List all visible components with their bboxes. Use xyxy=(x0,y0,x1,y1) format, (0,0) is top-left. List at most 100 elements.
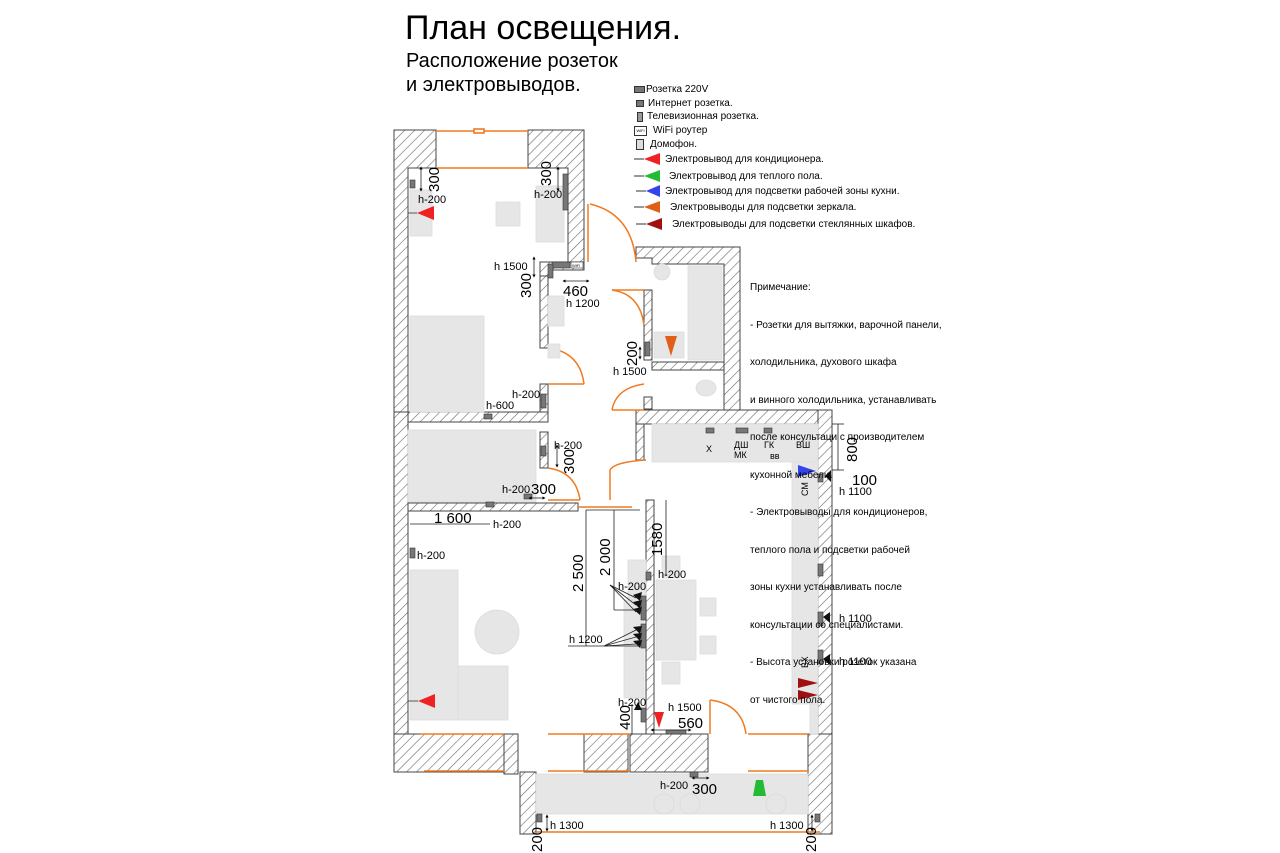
dim-label: h-200 xyxy=(660,780,688,792)
socket-220v-icon xyxy=(640,707,647,723)
dim-label: 300 xyxy=(692,781,717,798)
wall-segment xyxy=(393,733,505,773)
note-line: после консультаци с производителем xyxy=(750,432,925,443)
dimension-lines xyxy=(410,166,844,832)
ac-outlet-icon xyxy=(654,712,664,728)
legend-item: Электровывод для кондиционера. xyxy=(634,153,824,165)
page-subtitle: Расположение розеток и электровыводов. xyxy=(406,49,618,97)
socket-220v-icon xyxy=(536,813,543,823)
chair xyxy=(699,597,717,617)
windows xyxy=(420,128,820,833)
kitchen-label-dsh: ДШ xyxy=(734,440,748,450)
dim-label: h 1100 xyxy=(839,613,872,625)
fridge xyxy=(809,703,819,735)
kitchen-label-gk: ГК xyxy=(764,440,775,450)
wall-segment xyxy=(393,411,409,745)
bedroom-shelf xyxy=(535,185,565,243)
dim-label: h-600 xyxy=(486,400,514,412)
wifi-router-icon: WiFi xyxy=(634,125,647,136)
dim-label: h-200 xyxy=(418,194,446,206)
ac-outlet-icon xyxy=(418,694,435,708)
sconce-outlet-icon xyxy=(633,600,642,609)
dim-label: h-200 xyxy=(534,189,562,201)
kitchen-label-vx: ВХ xyxy=(800,656,810,668)
note-title: Примечание: xyxy=(750,282,811,293)
dim-label: 560 xyxy=(678,715,703,732)
dim-label: h 1300 xyxy=(550,820,584,832)
sconce-outlet-icon xyxy=(633,626,642,634)
mirror-light-outlet-icon xyxy=(665,336,677,356)
sconce-outlet-icon xyxy=(634,702,642,710)
sconce-outlet-icon xyxy=(825,470,831,482)
kitchen-right-counter xyxy=(791,461,819,705)
socket-220v-icon xyxy=(409,547,416,559)
dim-label: 300 xyxy=(561,449,578,474)
wall-segment xyxy=(629,733,709,773)
dim-label: h 1200 xyxy=(566,298,600,310)
dim-label: 400 xyxy=(617,705,634,730)
hall-cabinet xyxy=(547,343,561,359)
legend-item: Домофон. xyxy=(636,139,697,150)
socket-220v-icon xyxy=(540,445,547,457)
door-swing xyxy=(611,289,645,326)
coffee-table xyxy=(474,609,520,655)
sockets xyxy=(409,173,824,823)
dim-label: 460 xyxy=(563,283,588,300)
note-block: Примечание: - Розетки для вытяжки, вароч… xyxy=(750,257,942,720)
kitchen-light-outlet-icon xyxy=(798,465,816,477)
socket-220v-icon xyxy=(814,813,821,823)
cabinet-light-outlet-icon xyxy=(798,690,818,700)
dim-label: 300 xyxy=(538,161,555,186)
note-line: - Электровыводы для кондиционеров, xyxy=(750,507,928,518)
dim-label: 200 xyxy=(803,827,820,852)
socket-220v-icon xyxy=(483,413,493,420)
note-line: от чистого пола. xyxy=(750,694,826,706)
socket-220v-icon xyxy=(562,173,569,211)
note-line: холодильника, духового шкафа xyxy=(750,357,897,368)
chair xyxy=(661,661,681,685)
legend-item: Электровывод для подсветки рабочей зоны … xyxy=(634,185,900,197)
sconce-outlet-icon xyxy=(823,654,830,665)
ac-outlet-icon xyxy=(417,206,434,220)
legend-item: Электровывод для теплого пола. xyxy=(634,170,823,182)
legend-item: Розетка 220V xyxy=(634,84,708,95)
note-line: - Розетки для вытяжки, варочной панели, xyxy=(750,319,942,331)
ac-outlet-icon xyxy=(634,153,660,165)
chair xyxy=(699,635,717,655)
sconce-outlet-icon xyxy=(633,607,642,615)
dim-label: h 1100 xyxy=(839,486,872,498)
socket-220v-icon xyxy=(689,771,699,778)
wall-segment xyxy=(643,396,653,410)
dim-label: h 1200 xyxy=(569,634,603,646)
socket-220v-icon xyxy=(817,649,824,665)
dim-label: h-200 xyxy=(512,389,540,401)
note-line: кухонной мебели. xyxy=(750,469,833,481)
dim-label: 2 000 xyxy=(597,538,614,576)
door-swing xyxy=(709,699,747,735)
dim-label: h 1100 xyxy=(839,656,872,668)
cabinet-light-outlet-icon xyxy=(636,218,662,230)
wall-segment xyxy=(635,423,645,461)
mirror-light-outlet-icon xyxy=(634,201,660,213)
bed xyxy=(409,315,485,413)
door-swing xyxy=(609,459,647,471)
legend-item: WiFi WiFi роутер xyxy=(634,125,707,136)
dim-label: 300 xyxy=(426,167,443,192)
dim-label: h 1500 xyxy=(613,366,647,378)
sconce-outlet-icon xyxy=(823,612,830,623)
kitchen-top-counter xyxy=(651,423,819,463)
kitchen-label-vv: вв xyxy=(770,451,780,461)
dining-table xyxy=(655,579,697,661)
dimension-labels: h-200 300 300 h-200 h 1500 300 460 h 120… xyxy=(417,161,877,852)
note-line: зоны кухни устанавливать после xyxy=(750,582,902,593)
dim-label: 2 500 xyxy=(570,554,587,592)
subtitle-line-2: и электровыводов. xyxy=(406,74,581,96)
door-swing xyxy=(547,467,581,501)
kitchen-label-sm: СМ xyxy=(800,482,810,496)
door-swing xyxy=(611,383,645,411)
wall-segment xyxy=(539,275,549,349)
dim-label: h 1500 xyxy=(668,702,702,714)
floor-heating-outlet-icon xyxy=(634,170,660,182)
socket-220v-icon xyxy=(634,86,645,93)
